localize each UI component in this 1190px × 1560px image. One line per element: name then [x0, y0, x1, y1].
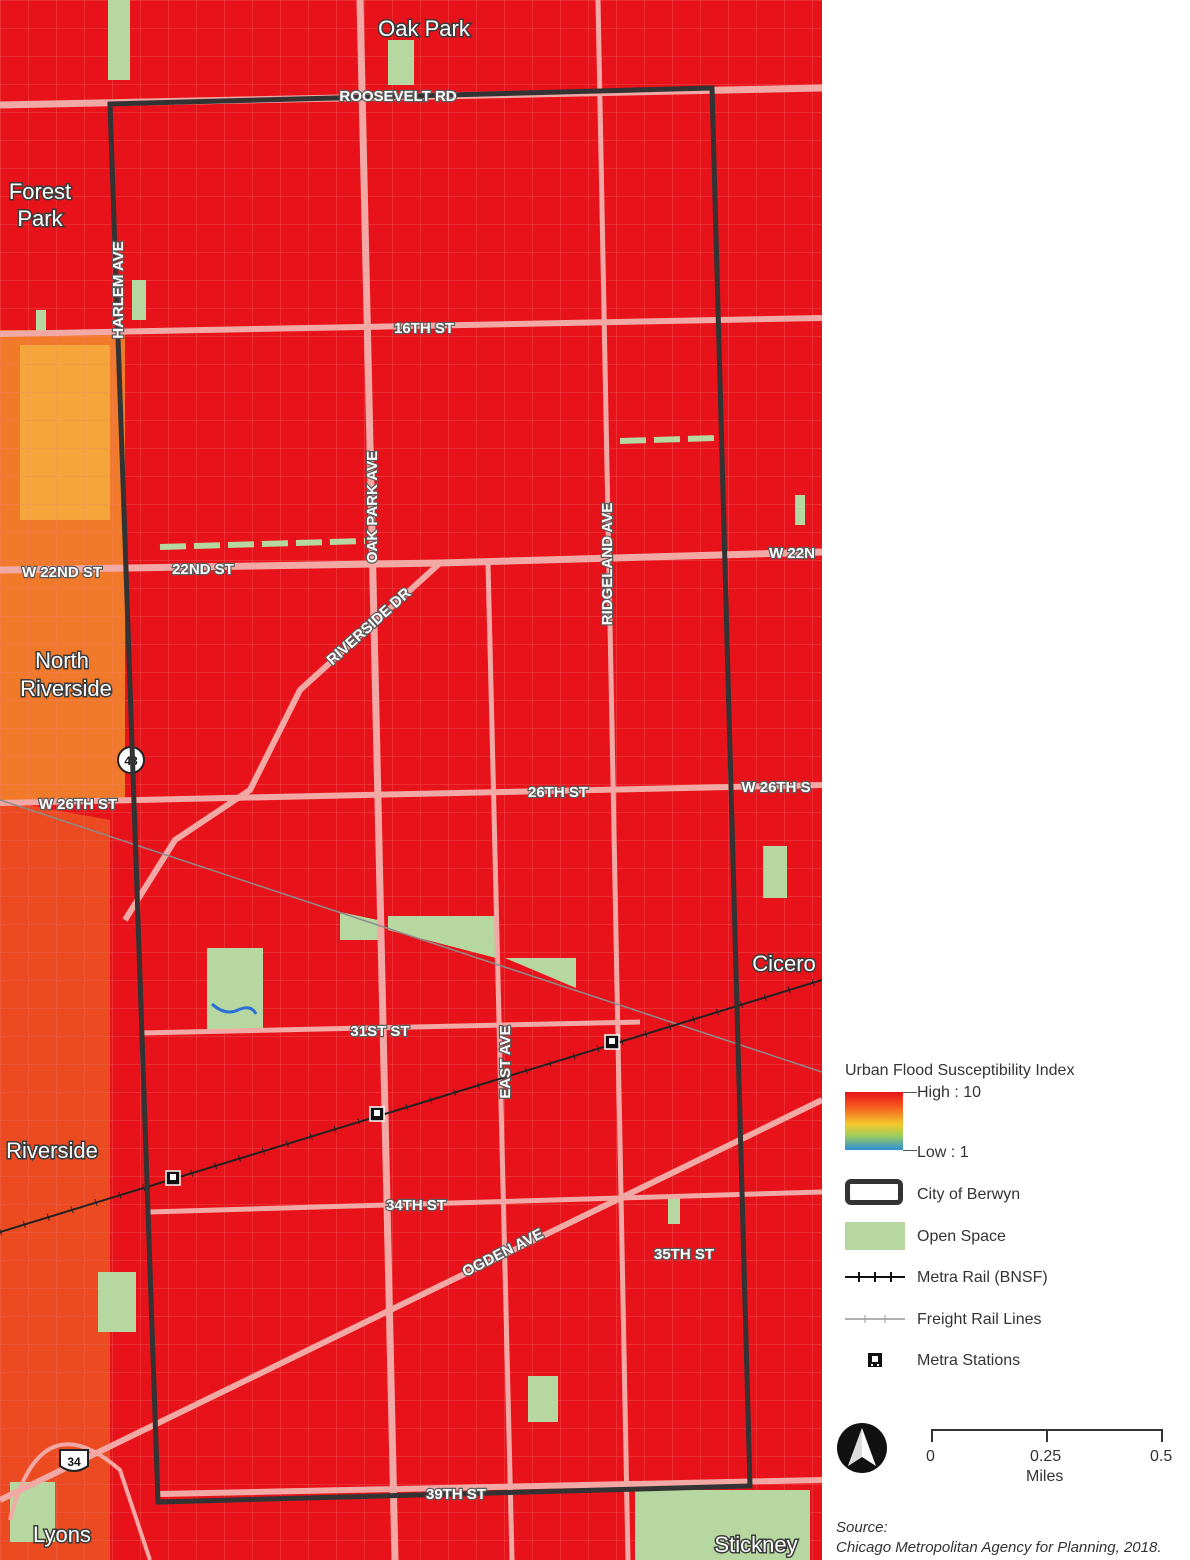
route-34-shield: 34 — [59, 1449, 89, 1472]
scale-tick-05: 0.5 — [1150, 1448, 1173, 1465]
flood-map[interactable]: 43 34 ROOSEVELT RD HARLEM AVE 16TH ST OA… — [0, 0, 822, 1560]
legend-open-space-label: Open Space — [917, 1228, 1006, 1245]
forest-park-label-1: Forest — [9, 179, 71, 204]
twentysixth-st-label: 26TH ST — [528, 784, 588, 801]
legend-metra-stations-label: Metra Stations — [917, 1352, 1021, 1369]
source-note: Source: Chicago Metropolitan Agency for … — [836, 1518, 1161, 1558]
scale-unit-label: Miles — [1026, 1468, 1064, 1485]
scale-tick-025: 0.25 — [1030, 1448, 1062, 1465]
thirtyfirst-st-label: 31ST ST — [350, 1023, 409, 1040]
source-label: Source: — [836, 1519, 888, 1536]
roosevelt-rd-label: ROOSEVELT RD — [339, 88, 456, 105]
w22nd-left-label: W 22ND ST — [22, 564, 102, 581]
cicero-label: Cicero — [752, 951, 816, 976]
thirtyninth-st-label: 39TH ST — [426, 1486, 486, 1503]
parkway-strips — [159, 435, 717, 550]
metra-station-icon — [369, 1106, 385, 1122]
w22nd-right-label: W 22N — [769, 545, 815, 562]
legend-title: Urban Flood Susceptibility Index — [845, 1062, 1075, 1079]
north-arrow-icon — [836, 1422, 888, 1474]
oak-park-label: Oak Park — [378, 16, 471, 41]
twentysecond-st-label: 22ND ST — [172, 561, 234, 578]
thirtyfifth-st-label: 35TH ST — [654, 1246, 714, 1263]
metra-station-icon — [165, 1170, 181, 1186]
w26th-left-label: W 26TH ST — [39, 796, 117, 813]
metra-rail-swatch — [845, 1270, 905, 1282]
legend-metra-rail-label: Metra Rail (BNSF) — [917, 1269, 1048, 1286]
freight-rail-swatch — [845, 1312, 905, 1324]
open-spaces — [10, 0, 810, 1560]
metra-station-icon — [604, 1034, 620, 1050]
metra-rail — [0, 979, 822, 1233]
lyons-label: Lyons — [33, 1522, 91, 1547]
scale-tick-0: 0 — [926, 1448, 935, 1465]
boundary-swatch — [845, 1179, 903, 1205]
open-space-swatch — [845, 1222, 905, 1250]
legend-high-label: High : 10 — [917, 1084, 982, 1101]
pond — [210, 1002, 258, 1015]
source-text: Chicago Metropolitan Agency for Planning… — [836, 1539, 1162, 1556]
north-riverside-label-1: North — [35, 648, 89, 673]
berwyn-boundary — [107, 85, 753, 1505]
sixteenth-st-label: 16TH ST — [394, 320, 454, 337]
scale-bar-graphic — [931, 1429, 1163, 1442]
legend-low-label: Low : 1 — [917, 1144, 969, 1161]
w26th-right-label: W 26TH S — [741, 779, 810, 796]
gradient-high-tick — [903, 1092, 917, 1093]
scale-bar: 0 0.25 0.5 Miles — [920, 1422, 1180, 1492]
oak-park-ave-label: OAK PARK AVE — [364, 451, 381, 563]
flood-index-gradient-swatch — [845, 1092, 903, 1150]
stickney-label: Stickney — [714, 1532, 797, 1557]
forest-park-label-2: Park — [17, 206, 63, 231]
map-legend: Urban Flood Susceptibility Index High : … — [845, 1058, 1185, 1398]
riverside-label: Riverside — [6, 1138, 98, 1163]
north-riverside-label-2: Riverside — [20, 676, 112, 701]
legend-freight-rail-label: Freight Rail Lines — [917, 1311, 1042, 1328]
gradient-low-tick — [903, 1150, 917, 1151]
harlem-ave-label: HARLEM AVE — [110, 241, 127, 339]
east-ave-label: EAST AVE — [497, 1025, 514, 1098]
thirtyfourth-st-label: 34TH ST — [386, 1197, 446, 1214]
ridgeland-ave-label: RIDGELAND AVE — [599, 503, 616, 626]
metra-station-icon — [867, 1352, 883, 1368]
metra-stations — [165, 1034, 620, 1186]
legend-boundary-label: City of Berwyn — [917, 1186, 1021, 1203]
route-34-label: 34 — [67, 1455, 81, 1469]
